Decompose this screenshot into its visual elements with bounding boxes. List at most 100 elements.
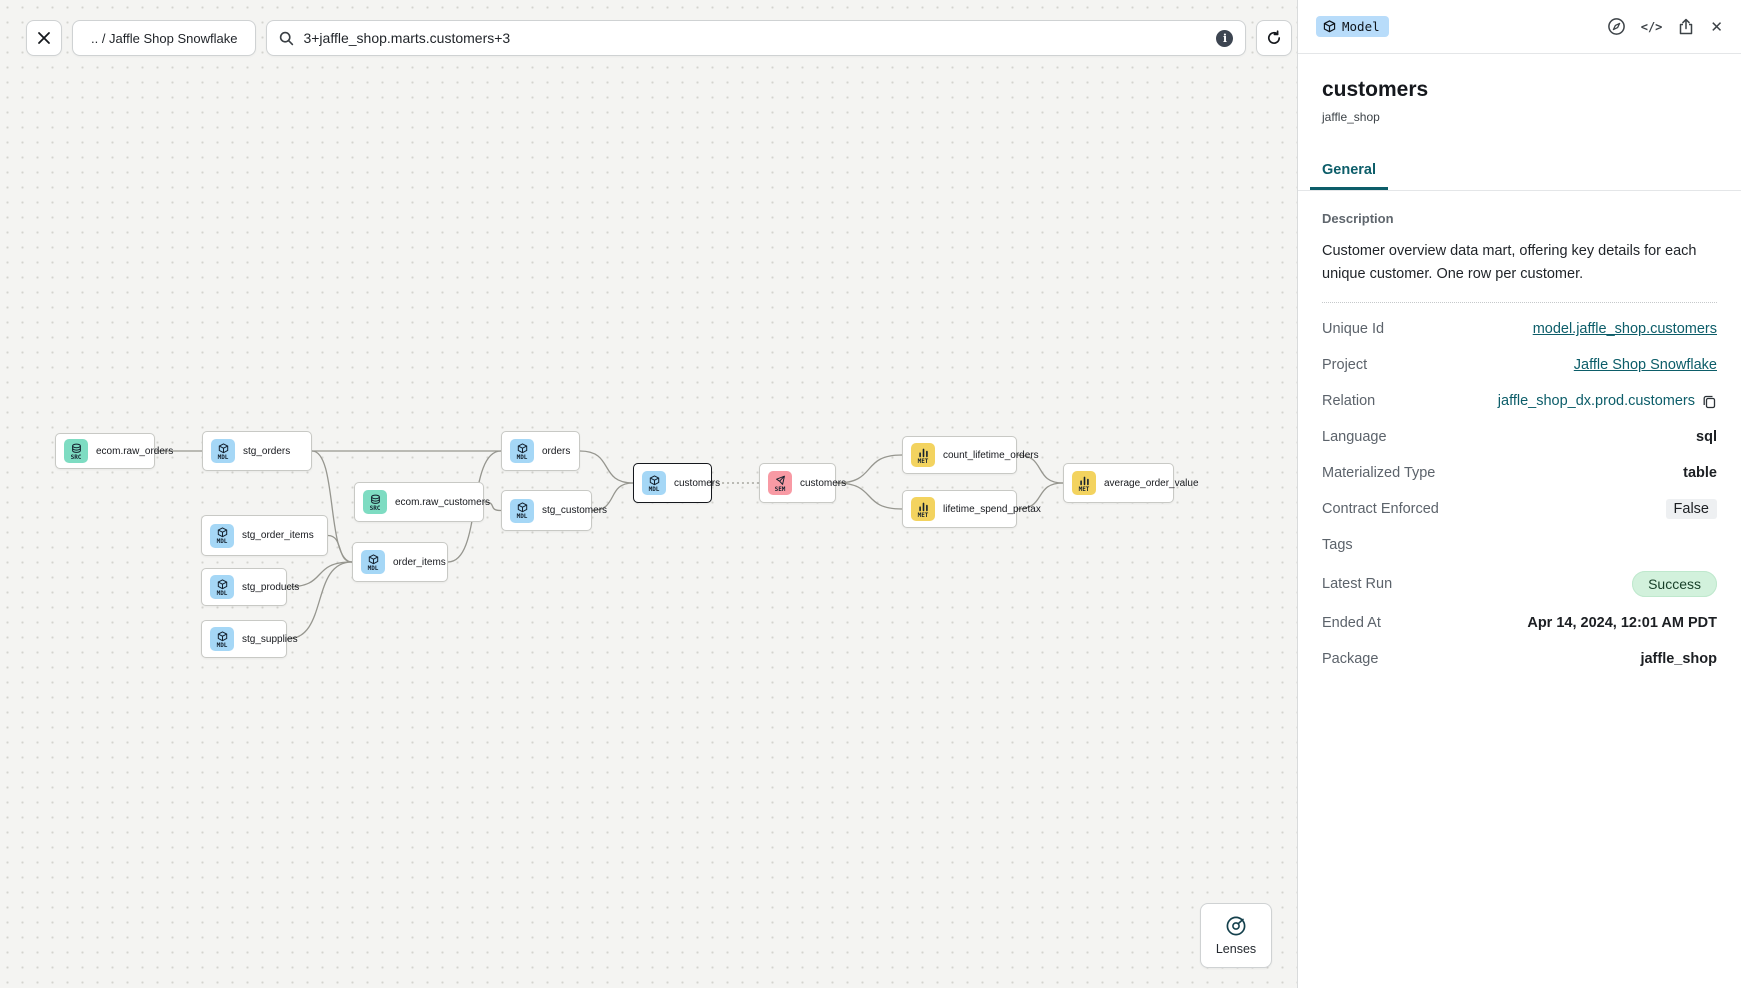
field-value: jaffle_shop — [1640, 651, 1717, 668]
close-lineage-button[interactable] — [26, 20, 62, 56]
relation-value: jaffle_shop_dx.prod.customers — [1497, 393, 1695, 410]
field-label: Ended At — [1322, 615, 1381, 632]
node-label: ecom.raw_orders — [96, 445, 174, 457]
semantic-model-icon: SEM — [768, 471, 792, 495]
graph-node-lifetime_spend_pretax[interactable]: MET lifetime_spend_pretax — [902, 490, 1041, 528]
field-row-language: Language sql — [1322, 419, 1717, 455]
field-label: Materialized Type — [1322, 465, 1436, 482]
search-bar[interactable]: i — [266, 20, 1247, 56]
node-label: average_order_value — [1104, 477, 1199, 489]
node-label: ecom.raw_customers — [395, 496, 491, 508]
breadcrumb[interactable]: .. / Jaffle Shop Snowflake — [72, 20, 257, 56]
graph-node-orders[interactable]: MDL orders — [501, 431, 580, 471]
graph-node-average_order_value[interactable]: MET average_order_value — [1063, 463, 1199, 503]
resource-type-badge: Model — [1316, 16, 1389, 37]
info-icon[interactable]: i — [1216, 29, 1234, 47]
latest-run-status-badge: Success — [1632, 570, 1717, 597]
graph-node-customers_sem[interactable]: SEM customers — [759, 463, 846, 503]
metric-icon: MET — [911, 443, 935, 467]
node-label: stg_order_items — [242, 530, 314, 541]
graph-node-customers[interactable]: MDL customers — [633, 463, 720, 503]
details-panel: Model </> ✕ customers jaffle_shop Genera… — [1297, 0, 1741, 988]
node-label: customers — [674, 477, 721, 489]
field-value: False — [1665, 499, 1717, 520]
node-label: count_lifetime_orders — [943, 449, 1039, 461]
refresh-button[interactable] — [1256, 20, 1293, 56]
section-divider — [1322, 302, 1717, 304]
page-title: customers — [1322, 78, 1429, 101]
tab-general[interactable]: General — [1310, 154, 1388, 190]
field-label: Unique Id — [1322, 321, 1385, 338]
node-label: lifetime_spend_pretax — [943, 503, 1041, 515]
field-row-tags: Tags — [1322, 527, 1717, 563]
field-label: Project — [1322, 357, 1368, 374]
field-value[interactable]: Jaffle Shop Snowflake — [1573, 357, 1717, 374]
node-label: stg_supplies — [242, 633, 298, 645]
contract-badge: False — [1665, 499, 1717, 520]
search-input[interactable] — [303, 30, 1208, 46]
field-label: Latest Run — [1322, 576, 1393, 593]
node-label: orders — [542, 445, 571, 457]
node-label: customers — [800, 477, 847, 489]
field-label: Package — [1322, 651, 1379, 668]
graph-node-count_lifetime_orders[interactable]: MET count_lifetime_orders — [902, 436, 1039, 474]
description-text: Customer overview data mart, offering ke… — [1322, 243, 1697, 283]
search-icon — [280, 31, 294, 45]
field-value[interactable]: model.jaffle_shop.customers — [1532, 321, 1717, 338]
share-icon[interactable] — [1677, 18, 1695, 36]
graph-node-stg_customers[interactable]: MDL stg_customers — [501, 490, 607, 531]
field-value: sql — [1696, 429, 1717, 446]
metric-icon: MET — [911, 497, 935, 521]
panel-tabs: General — [1298, 154, 1741, 191]
field-row-project: Project Jaffle Shop Snowflake — [1322, 347, 1717, 383]
node-label: stg_customers — [542, 505, 608, 516]
field-label: Relation — [1322, 393, 1376, 410]
field-value: Success — [1632, 570, 1717, 597]
model-icon: MDL — [211, 439, 235, 463]
graph-node-stg_supplies[interactable]: MDL stg_supplies — [201, 620, 298, 658]
model-icon: MDL — [510, 498, 534, 523]
model-icon: MDL — [210, 627, 234, 651]
lenses-button[interactable]: Lenses — [1200, 903, 1272, 968]
copy-icon[interactable] — [1702, 394, 1717, 409]
code-icon[interactable]: </> — [1640, 19, 1663, 34]
field-row-latest-run: Latest Run Success — [1322, 563, 1717, 605]
lineage-toolbar: .. / Jaffle Shop Snowflake i — [26, 20, 1293, 56]
source-icon: SRC — [363, 490, 387, 514]
model-icon: MDL — [642, 471, 666, 495]
graph-node-stg_products[interactable]: MDL stg_products — [201, 568, 299, 606]
close-icon — [38, 32, 50, 44]
field-value: jaffle_shop_dx.prod.customers — [1498, 393, 1717, 409]
graph-node-ecom_raw_customers[interactable]: SRC ecom.raw_customers — [354, 482, 490, 522]
metric-icon: MET — [1072, 471, 1096, 495]
explore-compass-icon[interactable] — [1607, 17, 1626, 36]
close-panel-icon[interactable]: ✕ — [1710, 18, 1723, 36]
field-row-package: Package jaffle_shop — [1322, 641, 1717, 677]
field-row-relation: Relation jaffle_shop_dx.prod.customers — [1322, 383, 1717, 419]
panel-header: Model </> ✕ — [1298, 0, 1741, 54]
field-row-materialized-type: Materialized Type table — [1322, 455, 1717, 491]
model-icon: MDL — [361, 550, 385, 574]
model-icon: MDL — [210, 523, 234, 548]
lenses-label: Lenses — [1215, 942, 1257, 956]
field-value: table — [1683, 465, 1717, 482]
graph-node-stg_order_items[interactable]: MDL stg_order_items — [201, 515, 328, 556]
lineage-edges — [154, 450, 1064, 640]
node-label: stg_orders — [243, 445, 291, 457]
field-value: Apr 14, 2024, 12:01 AM PDT — [1527, 615, 1717, 632]
field-row-ended-at: Ended At Apr 14, 2024, 12:01 AM PDT — [1322, 605, 1717, 641]
description-label: Description — [1322, 211, 1394, 226]
node-label: stg_products — [242, 581, 300, 593]
model-icon: MDL — [210, 575, 234, 599]
package-subtitle: jaffle_shop — [1322, 110, 1380, 124]
model-icon: MDL — [510, 439, 534, 463]
refresh-icon — [1268, 30, 1281, 44]
graph-node-stg_orders[interactable]: MDL stg_orders — [202, 431, 312, 471]
field-label: Tags — [1322, 537, 1353, 554]
field-label: Language — [1322, 429, 1387, 446]
